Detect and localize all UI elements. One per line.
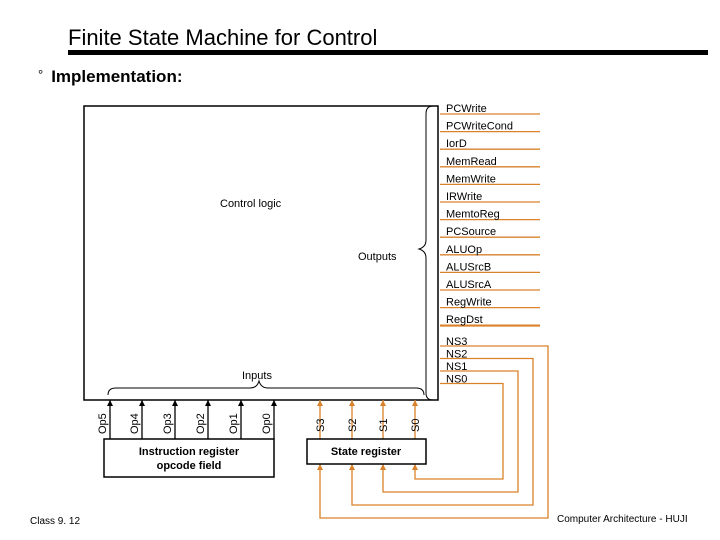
instruction-register-label-line2: opcode field bbox=[157, 460, 222, 472]
opcode-input-arrow bbox=[172, 400, 178, 406]
output-signal-label: ALUSrcB bbox=[446, 261, 491, 273]
output-signal-label: PCWrite bbox=[446, 103, 487, 115]
output-signal-label: ALUSrcA bbox=[446, 279, 492, 291]
state-input-label: S3 bbox=[315, 419, 327, 432]
state-input-labels: S3 S2 S1 S0 bbox=[315, 419, 422, 432]
state-input-arrow bbox=[380, 400, 386, 406]
opcode-input-labels: Op5 Op4 Op3 Op2 Op1 Op0 bbox=[97, 413, 273, 434]
feedback-arrow bbox=[412, 464, 418, 470]
inputs-brace bbox=[107, 379, 425, 396]
opcode-input-arrow bbox=[238, 400, 244, 406]
opcode-input-label: Op5 bbox=[97, 413, 109, 434]
opcode-input-label: Op1 bbox=[228, 413, 240, 434]
inputs-label: Inputs bbox=[242, 370, 272, 382]
state-input-label: S0 bbox=[410, 419, 422, 432]
state-input-arrow bbox=[412, 400, 418, 406]
next-state-feedback-wire bbox=[319, 345, 549, 519]
output-signal-label: PCWriteCond bbox=[446, 121, 513, 133]
state-input-label: S1 bbox=[378, 419, 390, 432]
state-input-arrow bbox=[317, 400, 323, 406]
state-input-arrow bbox=[349, 400, 355, 406]
output-signal-label: PCSource bbox=[446, 226, 496, 238]
feedback-arrow bbox=[380, 464, 386, 470]
control-logic-block bbox=[83, 105, 439, 401]
next-state-label: NS0 bbox=[446, 374, 467, 386]
bullet-symbol: ° bbox=[38, 67, 44, 82]
feedback-arrow bbox=[317, 464, 323, 470]
next-state-feedback-wire bbox=[382, 370, 519, 493]
feedback-arrow bbox=[349, 464, 355, 470]
next-state-feedback-wire bbox=[351, 357, 534, 506]
output-signal-label: RegDst bbox=[446, 314, 483, 326]
bullet-implementation: ° Implementation: bbox=[38, 67, 183, 87]
state-register-label: State register bbox=[331, 446, 402, 458]
next-state-label: NS1 bbox=[446, 361, 467, 373]
output-signal-label: IRWrite bbox=[446, 191, 482, 203]
opcode-input-label: Op0 bbox=[261, 413, 273, 434]
opcode-input-arrow bbox=[271, 400, 277, 406]
state-register-block bbox=[306, 438, 427, 465]
opcode-input-arrow bbox=[205, 400, 211, 406]
footer-course: Computer Architecture - HUJI bbox=[557, 514, 688, 525]
opcode-input-label: Op3 bbox=[162, 413, 174, 434]
outputs-brace bbox=[417, 105, 434, 401]
wires bbox=[107, 113, 549, 519]
opcode-input-label: Op4 bbox=[129, 413, 141, 434]
bullet-text: Implementation: bbox=[51, 67, 183, 86]
opcode-input-label: Op2 bbox=[195, 413, 207, 434]
footer-class: Class 9. 12 bbox=[30, 516, 81, 527]
next-state-label: NS2 bbox=[446, 349, 467, 361]
title-rule bbox=[68, 50, 708, 55]
output-signal-label: ALUOp bbox=[446, 244, 482, 256]
outputs-label: Outputs bbox=[358, 251, 397, 263]
slide-title: Finite State Machine for Control bbox=[68, 25, 378, 50]
opcode-input-arrow bbox=[107, 400, 113, 406]
output-signal-label: MemtoReg bbox=[446, 209, 500, 221]
instruction-register-block bbox=[103, 438, 275, 478]
output-signal-label: RegWrite bbox=[446, 297, 492, 309]
next-state-feedback-wire bbox=[414, 382, 504, 480]
next-state-label: NS3 bbox=[446, 336, 467, 348]
output-signal-label: MemRead bbox=[446, 156, 497, 168]
control-logic-label: Control logic bbox=[220, 198, 282, 210]
output-signal-label: MemWrite bbox=[446, 173, 496, 185]
state-input-label: S2 bbox=[347, 419, 359, 432]
instruction-register-label-line1: Instruction register bbox=[139, 446, 240, 458]
opcode-input-arrow bbox=[139, 400, 145, 406]
output-signal-label: IorD bbox=[446, 138, 467, 150]
